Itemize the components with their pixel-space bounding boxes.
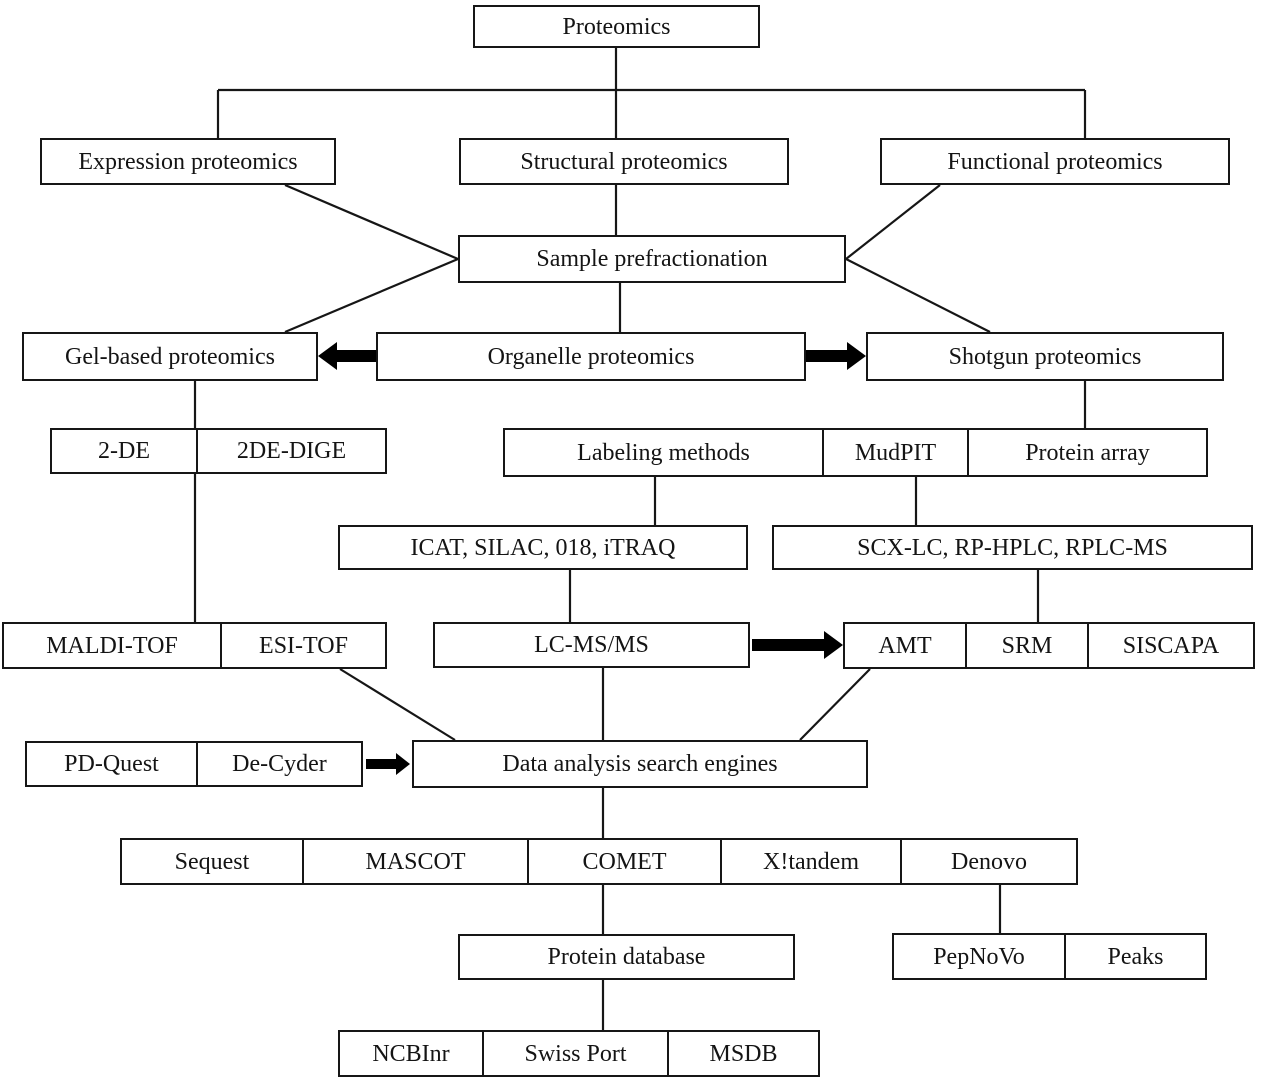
node-cell-maldi-tof: MALDI-TOF (46, 632, 178, 659)
node-cell-amt: AMT (878, 632, 932, 659)
arrow-organelle-to-gel (318, 342, 376, 370)
connector-amt-dataanalysis (799, 668, 871, 741)
node-cell-mudpit: MudPIT (822, 430, 967, 475)
node-proteomics-label: Proteomics (562, 13, 671, 40)
node-cell-esi-tof: ESI-TOF (220, 624, 385, 667)
node-shotgun-methods: Labeling methods MudPIT Protein array (503, 428, 1208, 477)
arrow-lcmsms-to-amt (752, 631, 843, 659)
node-cell-pepnovo: PepNoVo (933, 943, 1025, 970)
connector-expression-sample (284, 183, 459, 261)
node-protein-database-label: Protein database (547, 944, 706, 970)
node-cell-siscapa: SISCAPA (1087, 624, 1253, 667)
node-cell-de-cyder: De-Cyder (196, 743, 361, 785)
connector-esitof-dataanalysis (339, 668, 456, 741)
node-cell-sequest: Sequest (174, 848, 250, 875)
node-gel-based-label: Gel-based proteomics (65, 343, 275, 370)
node-data-analysis-search-engines: Data analysis search engines (412, 740, 868, 788)
node-cell-pd-quest: PD-Quest (64, 751, 159, 777)
node-lc-ms-ms-label: LC-MS/MS (534, 632, 649, 658)
node-shotgun-label: Shotgun proteomics (948, 343, 1142, 370)
connector-functional-sample (845, 184, 941, 260)
node-cell-denovo: Denovo (900, 840, 1076, 883)
node-functional-proteomics: Functional proteomics (880, 138, 1230, 185)
node-separation-methods-label: SCX-LC, RP-HPLC, RPLC-MS (857, 534, 1168, 561)
node-organelle-label: Organelle proteomics (487, 343, 695, 370)
node-cell-protein-array: Protein array (967, 430, 1206, 475)
node-denovo-tools: PepNoVo Peaks (892, 933, 1207, 980)
node-search-engines: Sequest MASCOT COMET X!tandem Denovo (120, 838, 1078, 885)
node-sample-prefractionation: Sample prefractionation (458, 235, 846, 283)
node-cell-2de-dige: 2DE-DIGE (196, 430, 385, 472)
node-protein-database: Protein database (458, 934, 795, 980)
node-cell-msdb: MSDB (667, 1032, 818, 1075)
connector-sample-shotgun (845, 258, 991, 333)
node-expression-proteomics: Expression proteomics (40, 138, 336, 185)
node-shotgun-proteomics: Shotgun proteomics (866, 332, 1224, 381)
node-cell-labeling-methods: Labeling methods (577, 439, 750, 466)
node-ms-instruments: MALDI-TOF ESI-TOF (2, 622, 387, 669)
node-protein-databases: NCBInr Swiss Port MSDB (338, 1030, 820, 1077)
node-data-analysis-label: Data analysis search engines (502, 751, 778, 777)
node-functional-label: Functional proteomics (947, 148, 1163, 175)
node-targeted-methods: AMT SRM SISCAPA (843, 622, 1255, 669)
node-lc-ms-ms: LC-MS/MS (433, 622, 750, 668)
node-expression-label: Expression proteomics (78, 148, 298, 175)
node-organelle-proteomics: Organelle proteomics (376, 332, 806, 381)
node-cell-comet: COMET (527, 840, 720, 883)
node-structural-proteomics: Structural proteomics (459, 138, 789, 185)
node-cell-ncbinr: NCBInr (372, 1040, 450, 1067)
node-labeling-reagents: ICAT, SILAC, 018, iTRAQ (338, 525, 748, 570)
node-proteomics: Proteomics (473, 5, 760, 48)
node-separation-methods: SCX-LC, RP-HPLC, RPLC-MS (772, 525, 1253, 570)
node-cell-xtandem: X!tandem (720, 840, 900, 883)
node-cell-peaks: Peaks (1064, 935, 1205, 978)
node-sample-prefractionation-label: Sample prefractionation (536, 246, 768, 272)
node-gel-analysis-tools: PD-Quest De-Cyder (25, 741, 363, 787)
node-cell-2-de: 2-DE (98, 438, 150, 464)
node-structural-label: Structural proteomics (520, 148, 728, 175)
arrow-organelle-to-shotgun (806, 342, 866, 370)
node-labeling-reagents-label: ICAT, SILAC, 018, iTRAQ (410, 534, 676, 561)
connector-sample-gel (284, 257, 459, 334)
node-gel-based-proteomics: Gel-based proteomics (22, 332, 318, 381)
node-gel-methods: 2-DE 2DE-DIGE (50, 428, 387, 474)
node-cell-swiss-port: Swiss Port (482, 1032, 667, 1075)
node-cell-mascot: MASCOT (302, 840, 527, 883)
arrow-decyder-to-dataanalysis (366, 753, 410, 775)
node-cell-srm: SRM (965, 624, 1087, 667)
